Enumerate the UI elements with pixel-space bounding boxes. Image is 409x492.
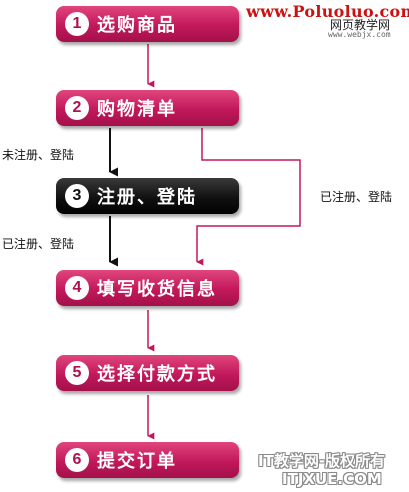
watermark-copyright: IT教学网-版权所有 [258,452,386,470]
step-5-payment-method: 5 选择付款方式 [56,355,239,391]
step-6-submit-order: 6 提交订单 [56,442,239,478]
watermark-site: www.Poluoluo.com [246,2,409,21]
step-3-register-login: 3 注册、登陆 [56,178,239,214]
watermark-domain: ITJXUE.COM [282,470,382,488]
step-label: 选购商品 [97,15,177,36]
step-number-badge: 2 [65,96,89,120]
watermark-site-sub: www.webjx.com [328,30,391,39]
step-1-select-product: 1 选购商品 [56,6,239,42]
step-label: 注册、登陆 [97,187,197,208]
label-not-registered: 未注册、登陆 [2,148,75,162]
step-label: 选择付款方式 [97,364,217,385]
step-number-badge: 5 [65,361,89,385]
watermark-site-cn: 网页教学网 [330,18,391,32]
label-registered-left: 已注册、登陆 [2,237,75,251]
step-number-badge: 1 [65,12,89,36]
step-number-badge: 4 [65,276,89,300]
arrow-2-to-4-bypass [196,128,301,266]
step-label: 填写收货信息 [97,279,217,300]
step-label: 购物清单 [97,99,177,120]
label-registered-right: 已注册、登陆 [320,190,393,204]
step-number-badge: 3 [65,184,89,208]
step-number-badge: 6 [65,448,89,472]
step-label: 提交订单 [97,451,177,472]
step-2-shopping-list: 2 购物清单 [56,90,239,126]
step-4-shipping-info: 4 填写收货信息 [56,270,239,306]
